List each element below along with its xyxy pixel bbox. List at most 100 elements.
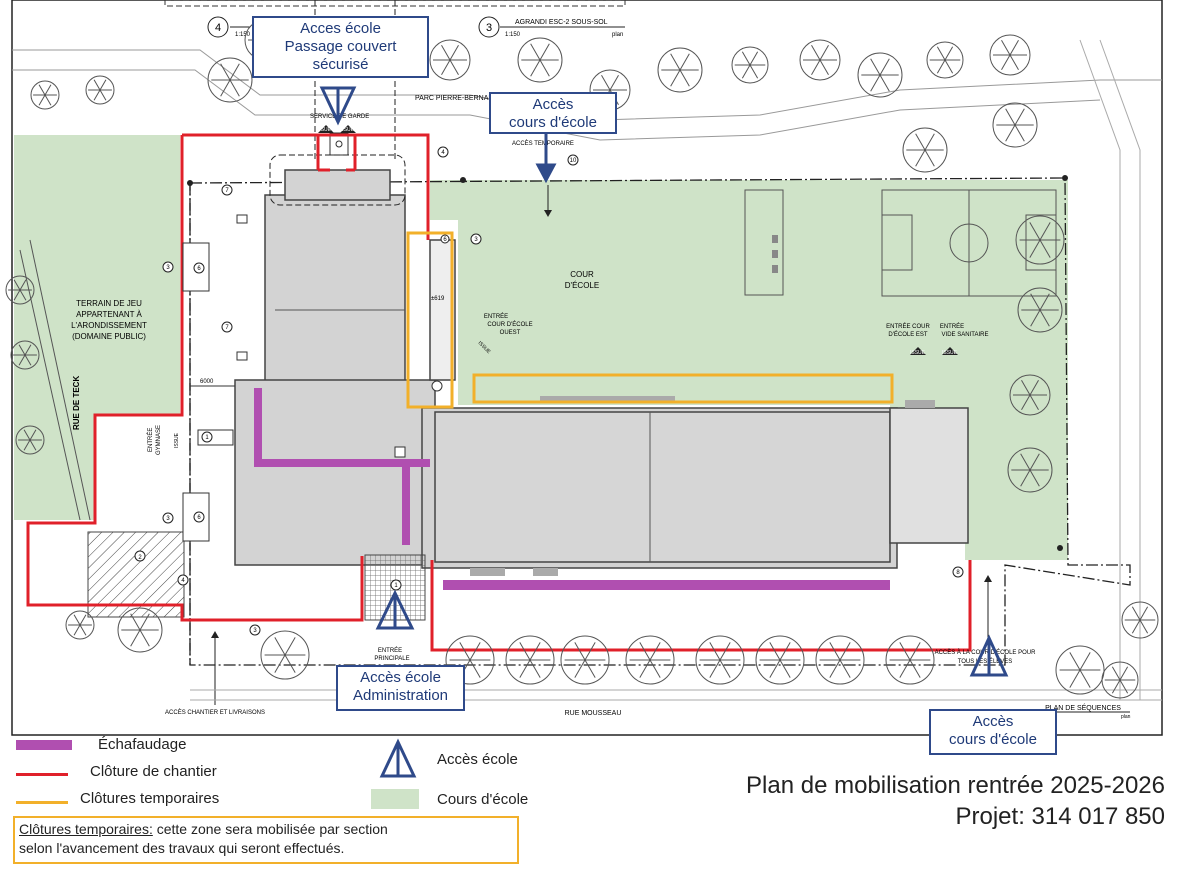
tree-branch: [23, 439, 31, 451]
tree-branch: [670, 69, 681, 87]
tree-branch: [829, 642, 841, 661]
tree-branch: [449, 59, 459, 75]
legend-fence-swatch: [16, 773, 68, 776]
tree-branch: [649, 659, 661, 678]
planter-box: [744, 189, 784, 296]
tree-branch: [1029, 222, 1041, 241]
tree: [560, 635, 610, 685]
property-line: [189, 177, 1131, 666]
tree-branch: [839, 642, 851, 661]
issue-label: ISSUE: [174, 432, 180, 448]
tree-branch: [719, 642, 731, 661]
legend-scaffold-label: Échafaudage: [98, 736, 187, 753]
tree-branch: [529, 642, 541, 661]
tree-branch: [18, 344, 26, 356]
tree-branch: [139, 629, 150, 647]
tree-branch: [139, 613, 150, 631]
legend-access-label: Accès école: [437, 751, 518, 768]
tree: [815, 635, 865, 685]
tree-branch: [229, 63, 240, 81]
tree-branch: [1029, 380, 1039, 396]
legend-temp-fence-label: Clôtures temporaires: [80, 790, 220, 807]
tree-branch: [1030, 293, 1041, 311]
tree-branch: [1079, 652, 1091, 671]
school-building: [234, 169, 969, 569]
sheet-3-scale: 1:150: [505, 32, 521, 38]
temporary-fence: [472, 373, 894, 404]
tree: [625, 635, 675, 685]
tree-branch: [539, 59, 550, 77]
tree-branch: [879, 74, 890, 92]
tree-branch: [530, 59, 541, 77]
scaffolding: [443, 580, 890, 590]
tree-branch: [870, 74, 881, 92]
scaffolding: [254, 388, 430, 545]
temporary-fence-note: Clôtures temporaires: cette zone sera mo…: [13, 816, 519, 864]
tag-1: 1: [394, 583, 398, 589]
tree-branch: [441, 59, 451, 75]
tree-branch: [274, 637, 286, 656]
tree-branch: [1139, 606, 1149, 621]
tree-branch: [29, 439, 37, 451]
tree-branch: [459, 642, 471, 661]
tag-7: 7: [225, 325, 229, 331]
tree-branch: [469, 659, 481, 678]
tree-branch: [469, 642, 481, 661]
issue-label: ISSUE: [910, 350, 926, 356]
terrain-label-4: (DOMAINE PUBLIC): [72, 332, 146, 341]
tree-branch: [1001, 40, 1011, 56]
note-text-1: cette zone sera mobilisée par section: [152, 821, 388, 837]
tree-branch: [944, 46, 954, 61]
tree-branch: [1039, 293, 1050, 311]
tree: [992, 102, 1038, 148]
tree-branch: [1069, 652, 1081, 671]
tree: [429, 39, 471, 81]
sheet-3-number: 3: [486, 22, 492, 34]
gym-entrance-label-2: GYMNASE: [156, 425, 162, 455]
tree: [1009, 374, 1051, 416]
tree-branch: [23, 429, 31, 441]
tree: [505, 635, 555, 685]
tree: [1017, 287, 1063, 333]
construction-fence: [316, 135, 357, 172]
tree-branch: [93, 89, 101, 101]
tag-6: 6: [197, 266, 201, 272]
tree-branch: [811, 45, 821, 61]
east-entrance-label-1: ENTRÉE COUR: [886, 323, 930, 330]
tree-branch: [1069, 669, 1081, 688]
tree-branch: [220, 79, 231, 97]
tree-branch: [769, 642, 781, 661]
tree-branch: [1039, 222, 1051, 241]
tree-branch: [679, 69, 690, 87]
tree-branch: [1131, 619, 1141, 634]
terrain-label-1: TERRAIN DE JEU: [76, 299, 142, 308]
note-heading: Clôtures temporaires:: [19, 821, 153, 837]
tree: [902, 127, 948, 173]
yard-label-2: D'ÉCOLE: [565, 281, 599, 290]
tree-branch: [819, 59, 829, 75]
tree-branch: [44, 84, 52, 96]
tree: [1121, 601, 1159, 639]
tree-branch: [73, 624, 81, 636]
tree-branch: [944, 59, 954, 74]
tree-branch: [530, 43, 541, 61]
tree-branch: [1111, 666, 1121, 681]
hatched-zone: [87, 531, 185, 618]
tree-branch: [449, 45, 459, 61]
tree-branch: [924, 149, 935, 167]
tree: [857, 52, 903, 98]
tree-branch: [719, 659, 731, 678]
tree-branch: [1139, 619, 1149, 634]
tree-branch: [584, 642, 596, 661]
tree-branch: [811, 59, 821, 75]
legend-temp-fence-swatch: [16, 801, 68, 804]
tree: [885, 635, 935, 685]
tree-branch: [24, 354, 32, 366]
tag-3: 3: [166, 516, 170, 522]
tree-branch: [609, 75, 619, 91]
callout-line: Passage couvert: [284, 38, 397, 55]
tree-branch: [519, 642, 531, 661]
tree-branch: [870, 58, 881, 76]
park-label: PARC PIERRE-BERNARD: [415, 95, 499, 102]
access-marker: [319, 86, 1009, 677]
